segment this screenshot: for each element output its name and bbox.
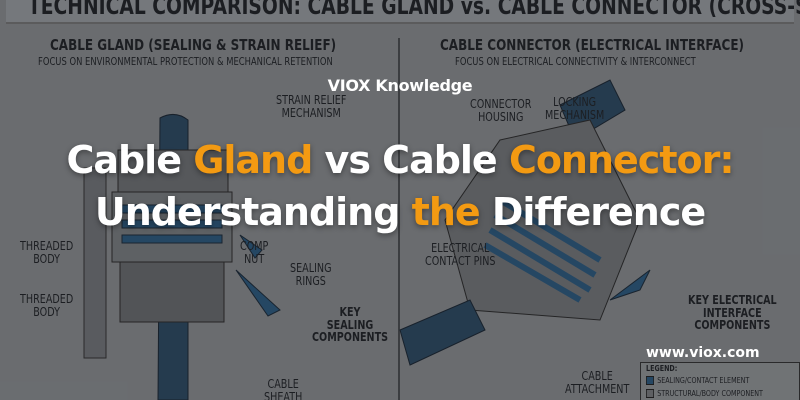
legend: LEGEND: SEALING/CONTACT ELEMENT STRUCTUR…: [640, 362, 800, 400]
legend-title: LEGEND:: [646, 364, 678, 373]
wall-hatch: [83, 167, 107, 359]
headline-text: vs Cable: [312, 138, 509, 182]
diagram-title: TECHNICAL COMPARISON: CABLE GLAND vs. CA…: [28, 0, 800, 20]
label-key-electrical: KEY ELECTRICAL INTERFACE COMPONENTS: [688, 293, 777, 333]
divider: [398, 38, 400, 400]
label-locking-mechanism: LOCKING MECHANISM: [545, 95, 605, 122]
label-sealing-rings: SEALING RINGS: [290, 261, 332, 288]
headline-line-2: Understanding the Difference: [0, 190, 800, 234]
headline-text: Difference: [479, 190, 706, 234]
legend-label: STRUCTURAL/BODY COMPONENT: [657, 389, 763, 398]
left-subheading: FOCUS ON ENVIRONMENTAL PROTECTION & MECH…: [38, 56, 333, 68]
interface-arrow: [609, 269, 651, 301]
headline-text: Cable: [66, 138, 194, 182]
legend-item: STRUCTURAL/BODY COMPONENT: [646, 389, 763, 398]
label-threaded-body-lower: THREADED BODY: [20, 292, 74, 319]
left-heading: CABLE GLAND (SEALING & STRAIN RELIEF): [50, 36, 337, 54]
headline-highlight: the: [411, 190, 481, 234]
right-heading: CABLE CONNECTOR (ELECTRICAL INTERFACE): [440, 36, 745, 54]
headline-highlight: Connector:: [508, 138, 735, 182]
legend-item: SEALING/CONTACT ELEMENT: [646, 376, 749, 385]
legend-label: SEALING/CONTACT ELEMENT: [657, 376, 750, 385]
label-cable-attachment: CABLE ATTACHMENT: [565, 369, 630, 396]
headline-line-1: Cable Gland vs Cable Connector:: [0, 138, 800, 182]
label-contact-pins: ELECTRICAL CONTACT PINS: [425, 241, 496, 268]
right-subheading: FOCUS ON ELECTRICAL CONNECTIVITY & INTER…: [455, 56, 696, 68]
label-threaded-body-upper: THREADED BODY: [20, 239, 74, 266]
label-compression-nut: COMP NUT: [240, 239, 269, 266]
label-connector-housing: CONNECTOR HOUSING: [470, 97, 532, 124]
brand-label: VIOX Knowledge: [327, 76, 473, 95]
website-url: www.viox.com: [646, 345, 760, 361]
label-strain-relief: STRAIN RELIEF MECHANISM: [276, 93, 347, 120]
compression-nut: [117, 149, 229, 193]
connector-cable-bottom: [399, 299, 486, 366]
legend-swatch: [646, 376, 654, 385]
threaded-body: [119, 261, 225, 323]
diagram-title-bar: TECHNICAL COMPARISON: CABLE GLAND vs. CA…: [6, 0, 800, 24]
headline-text: Understanding: [94, 190, 412, 234]
sealing-rings: [121, 204, 223, 244]
label-cable-sheath: CABLE SHEATH: [264, 377, 303, 400]
legend-swatch: [646, 389, 654, 398]
contact-pins: [483, 197, 602, 303]
sealing-arrows: [235, 234, 281, 317]
headline-highlight: Gland: [193, 138, 313, 182]
label-key-sealing: KEY SEALING COMPONENTS: [312, 305, 389, 345]
